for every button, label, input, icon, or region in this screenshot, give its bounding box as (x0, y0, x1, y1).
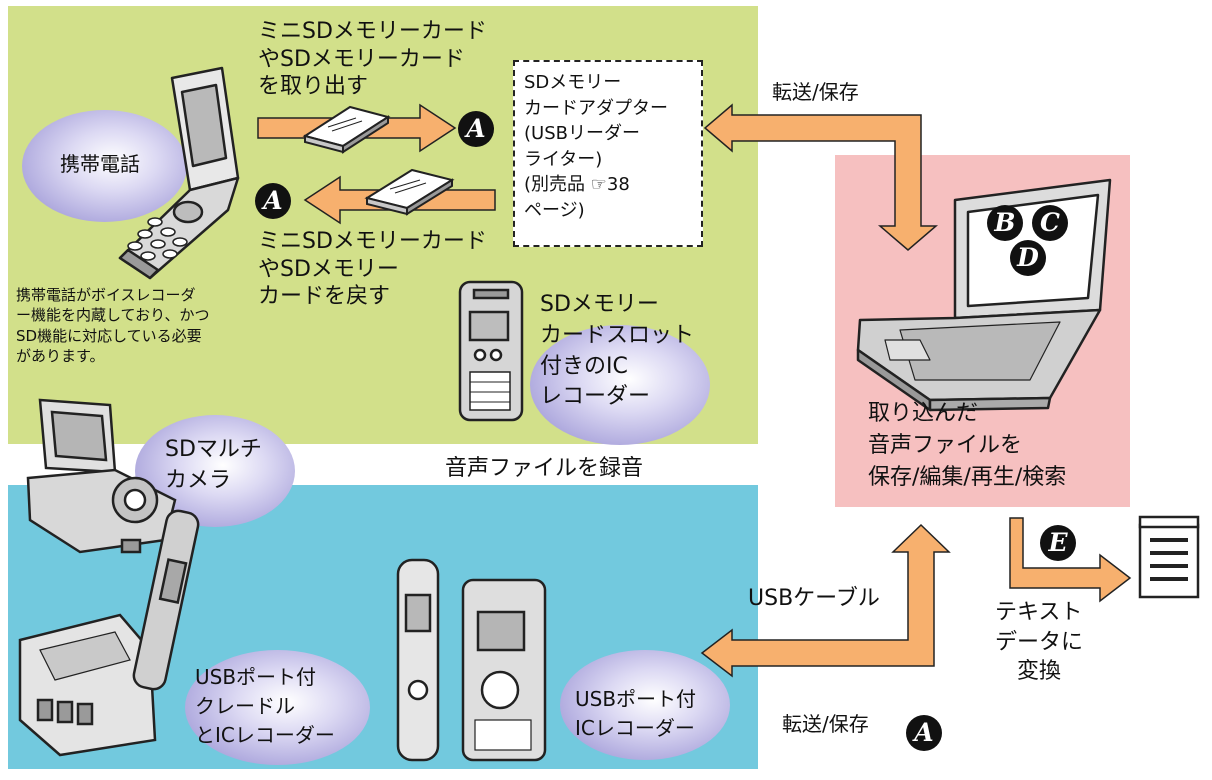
label-phone-note: 携帯電話がボイスレコーダ ー機能を内蔵しており、かつ SD機能に対応している必要… (16, 286, 210, 365)
label-pc-actions: 取り込んだ 音声ファイルを 保存/編集/再生/検索 (868, 401, 1067, 490)
text-document-icon (1138, 515, 1200, 599)
badge-e: E (1040, 525, 1076, 561)
label-sd-return: ミニSDメモリーカード やSDメモリー カードを戻す (258, 229, 487, 309)
arrow-transfer-bottom (700, 523, 951, 678)
badge-a-bottom: A (906, 715, 942, 751)
label-sd-camera: SDマルチ カメラ (165, 437, 262, 493)
ic-recorder-sd-slot-illustration (458, 280, 524, 422)
usb-cradle-illustration (18, 509, 200, 757)
label-usb-cradle: USBポート付 クレードル とICレコーダー (195, 665, 335, 747)
label-record-audio: 音声ファイルを録音 (445, 456, 644, 481)
label-usb-ic: USBポート付 ICレコーダー (575, 687, 697, 740)
ic-recorder-oval (530, 325, 710, 445)
label-ic-sd-slot: SDメモリー カードスロット 付きのIC レコーダー (540, 292, 695, 410)
label-usb-cable: USBケーブル (748, 586, 880, 611)
usb-ic-recorder-illustration (461, 578, 547, 762)
pen-ic-recorder-illustration (396, 558, 440, 762)
badge-a-top: A (458, 111, 494, 147)
sd-card-top (302, 105, 391, 154)
usb-ic-oval (560, 650, 730, 760)
badge-b: B (987, 205, 1023, 241)
sd-card-bottom (364, 168, 455, 216)
label-to-text: テキスト データに 変換 (995, 600, 1084, 685)
label-sd-remove: ミニSDメモリーカード やSDメモリーカード を取り出す (258, 19, 487, 99)
badge-c: C (1032, 205, 1068, 241)
sd-multi-camera-illustration (26, 398, 177, 554)
label-transfer-bottom: 転送/保存 (782, 712, 869, 736)
label-phone: 携帯電話 (60, 152, 140, 176)
label-transfer-top: 転送/保存 (772, 80, 859, 104)
arrow-transfer-top (703, 103, 939, 251)
arrow-to-text (1009, 517, 1132, 603)
badge-a-left: A (255, 183, 291, 219)
label-sd-adapter: SDメモリー カードアダプター (USBリーダー ライター) (別売品 ☞38 … (524, 72, 668, 221)
phone-oval (22, 110, 187, 222)
cradle-oval (185, 650, 370, 765)
badge-d: D (1010, 240, 1046, 276)
mobile-phone-illustration (118, 66, 240, 280)
sd-adapter-box (513, 60, 703, 247)
